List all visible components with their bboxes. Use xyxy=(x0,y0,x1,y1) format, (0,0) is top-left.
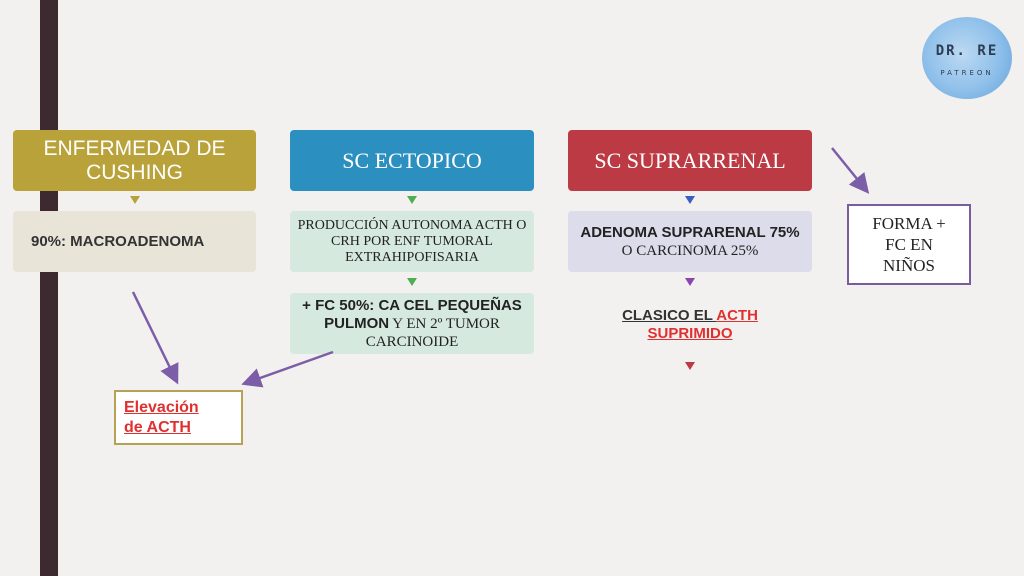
down-arrow-4 xyxy=(685,196,695,204)
down-arrow-6 xyxy=(685,362,695,370)
down-arrow-3 xyxy=(407,278,417,286)
clasico-text: CLASICO EL xyxy=(622,307,717,324)
arrow-ectopico-to-elevacion xyxy=(241,350,334,388)
ca-cel-bold-text: + FC 50%: CA CEL PEQUEÑAS PULMON xyxy=(302,296,522,332)
logo-subtitle: PATREON xyxy=(940,69,994,77)
sub-macroadenoma: 90%: MACROADENOMA xyxy=(13,211,256,272)
sub-adenoma-suprarenal: ADENOMA SUPRARENAL 75% O CARCINOMA 25% xyxy=(568,211,812,272)
header-sc-ectopico: SC ECTOPICO xyxy=(290,130,534,191)
elevacion-acth-box: Elevación de ACTH xyxy=(114,390,243,445)
adenoma-rest-text: O CARCINOMA 25% xyxy=(621,242,759,259)
down-arrow-1 xyxy=(130,196,140,204)
text-clasico-acth-suprimido: CLASICO EL ACTH SUPRIMIDO xyxy=(590,305,790,345)
acth-suprimido-text: ACTH SUPRIMIDO xyxy=(647,307,758,342)
forma-fc-ninos-box: FORMA + FC EN NIÑOS xyxy=(847,204,971,285)
dr-re-logo: DR. RE PATREON xyxy=(922,17,1012,99)
adenoma-bold-text: ADENOMA SUPRARENAL 75% xyxy=(580,223,800,241)
logo-title: DR. RE xyxy=(935,43,999,59)
left-vertical-bar xyxy=(40,0,58,576)
sub-ca-cel-pequenas: + FC 50%: CA CEL PEQUEÑAS PULMON Y EN 2º… xyxy=(290,293,534,354)
down-arrow-5 xyxy=(685,278,695,286)
ca-cel-rest-text: Y EN 2º TUMOR CARCINOIDE xyxy=(365,315,500,350)
arrow-suprarrenal-to-forma xyxy=(831,147,870,194)
sub-produccion-autonoma: PRODUCCIÓN AUTONOMA ACTH O CRH POR ENF T… xyxy=(290,211,534,272)
header-enfermedad-cushing: ENFERMEDAD DE CUSHING xyxy=(13,130,256,191)
header-sc-suprarrenal: SC SUPRARRENAL xyxy=(568,130,812,191)
down-arrow-2 xyxy=(407,196,417,204)
arrow-cushing-to-elevacion xyxy=(131,291,179,385)
